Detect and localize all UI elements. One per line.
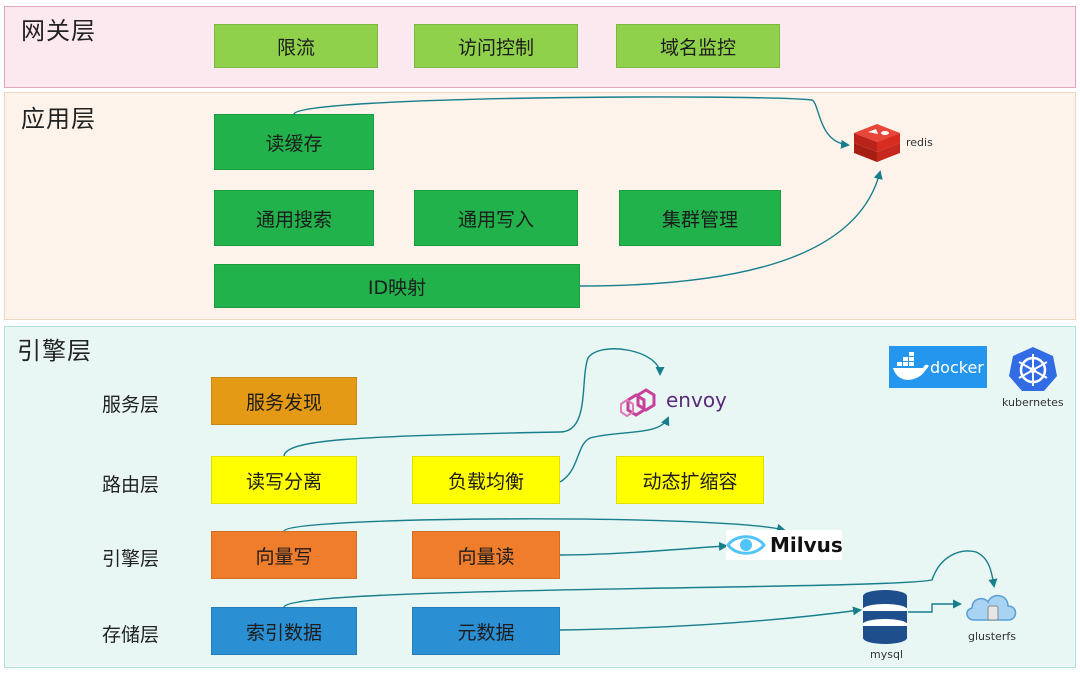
auto-scaling-box: 动态扩缩容: [616, 456, 764, 504]
milvus-label: Milvus: [770, 533, 843, 557]
arrow-vector-write-to-milvus: [283, 518, 786, 533]
envoy-icon: [618, 386, 662, 420]
engine-layer-title: 引擎层: [17, 337, 92, 365]
access-control-box: 访问控制: [414, 24, 578, 68]
glusterfs-label: glusterfs: [968, 630, 1016, 643]
general-write-box: 通用写入: [414, 190, 578, 246]
milvus-eye-icon: [726, 530, 842, 560]
gateway-layer-title: 网关层: [21, 17, 96, 45]
database-icon: [862, 590, 908, 644]
metadata-box: 元数据: [412, 607, 560, 655]
arrow-read-cache-to-redis: [293, 96, 850, 149]
service-discovery-box: 服务发现: [211, 377, 357, 425]
application-layer-title: 应用层: [21, 105, 96, 133]
cluster-management-box: 集群管理: [619, 190, 781, 246]
arrow-metadata-to-mysql: [559, 606, 862, 631]
domain-monitor-box: 域名监控: [616, 24, 780, 68]
arrow-vector-read-to-milvus: [559, 541, 728, 556]
service-layer-label: 服务层: [102, 394, 160, 416]
arrow-read-write-split-to-envoy: [283, 348, 665, 457]
load-balance-box: 负载均衡: [412, 456, 560, 504]
rate-limit-box: 限流: [214, 24, 378, 68]
arrow-id-mapping-to-redis: [579, 170, 883, 287]
arrow-mysql-to-glusterfs: [908, 599, 962, 613]
kubernetes-helm-icon: [1008, 346, 1058, 392]
index-data-box: 索引数据: [211, 607, 357, 655]
general-search-box: 通用搜索: [214, 190, 374, 246]
read-cache-box: 读缓存: [214, 114, 374, 170]
envoy-label: envoy: [666, 388, 727, 412]
redis-label: redis: [906, 136, 933, 149]
docker-whale-icon: [889, 346, 987, 388]
read-write-split-box: 读写分离: [211, 456, 357, 504]
cloud-storage-icon: [962, 586, 1020, 626]
engine-sublayer-label: 引擎层: [102, 548, 160, 570]
kubernetes-label: kubernetes: [1002, 396, 1064, 409]
docker-label: docker: [930, 358, 984, 377]
storage-layer-label: 存储层: [102, 624, 160, 646]
vector-write-box: 向量写: [211, 531, 357, 579]
mysql-label: mysql: [870, 648, 903, 661]
redis-icon: [852, 122, 902, 168]
arrow-index-data-to-glusterfs: [283, 550, 998, 608]
vector-read-box: 向量读: [412, 531, 560, 579]
id-mapping-box: ID映射: [214, 264, 580, 308]
arrow-load-balance-to-envoy: [559, 416, 670, 483]
routing-layer-label: 路由层: [102, 474, 160, 496]
